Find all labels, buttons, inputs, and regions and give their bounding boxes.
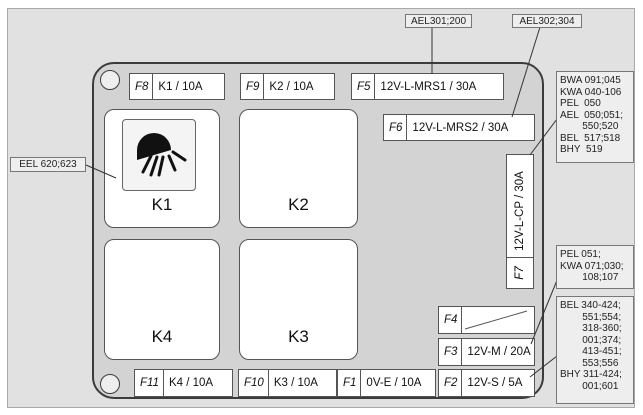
fuse-f4-empty-slash bbox=[464, 310, 528, 330]
relay-k3: K3 bbox=[239, 239, 358, 360]
fuse-f9: F9 K2 / 10A bbox=[240, 73, 335, 100]
relay-k1-label: K1 bbox=[151, 195, 173, 214]
relay-k1: K1 bbox=[104, 109, 220, 228]
fuse-f5-id: F5 bbox=[352, 74, 376, 99]
fuse-f9-id: F9 bbox=[241, 74, 265, 99]
fuse-f6: F6 12V-L-MRS2 / 30A bbox=[383, 114, 535, 141]
callout-ael301: AEL301;200 bbox=[405, 14, 472, 28]
fuse-f8: F8 K1 / 10A bbox=[129, 73, 225, 100]
relay-k3-label: K3 bbox=[288, 327, 309, 346]
fuse-f2: F2 12V-S / 5A bbox=[438, 369, 535, 397]
fuse-f11-rating: K4 / 10A bbox=[168, 377, 214, 389]
fuse-f11: F11 K4 / 10A bbox=[134, 369, 233, 397]
fuse-f10: F10 K3 / 10A bbox=[238, 369, 337, 397]
fuse-f1-id: F1 bbox=[338, 370, 362, 396]
fuse-f7: 12V-L-CP / 30A F7 bbox=[506, 154, 534, 289]
callout-pel051: PEL 051; KWA 071;030; 108;107 bbox=[556, 245, 634, 289]
fuse-f4: F4 bbox=[438, 306, 535, 334]
fuse-f2-id: F2 bbox=[439, 370, 463, 396]
fuse-f3-rating: 12V-M / 20A bbox=[467, 346, 531, 358]
mounting-hole-bottom-left bbox=[100, 374, 120, 394]
fuse-f5: F5 12V-L-MRS1 / 30A bbox=[351, 73, 504, 100]
fuse-f10-id: F10 bbox=[239, 370, 269, 396]
fuse-f8-id: F8 bbox=[130, 74, 154, 99]
headlight-icon bbox=[122, 119, 196, 191]
callout-bwa091: BWA 091;045 KWA 040-106 PEL 050 AEL 050;… bbox=[556, 71, 634, 163]
relay-k4: K4 bbox=[104, 239, 220, 360]
fuse-f9-rating: K2 / 10A bbox=[269, 80, 314, 93]
fuse-f8-rating: K1 / 10A bbox=[158, 80, 203, 93]
callout-bel340: BEL 340-424; 551;554; 318-360; 001;374; … bbox=[556, 296, 634, 404]
fuse-f11-id: F11 bbox=[135, 370, 164, 396]
relay-k4-label: K4 bbox=[151, 327, 173, 346]
callout-ael302: AEL302;304 bbox=[512, 14, 582, 28]
fuse-f4-id: F4 bbox=[439, 307, 463, 333]
fuse-f1-rating: 0V-E / 10A bbox=[366, 377, 422, 389]
fuse-f10-rating: K3 / 10A bbox=[273, 377, 318, 389]
mounting-hole-top-left bbox=[100, 70, 120, 90]
fuse-f6-rating: 12V-L-MRS2 / 30A bbox=[412, 121, 509, 134]
relay-k2-label: K2 bbox=[288, 195, 309, 214]
fuse-f3: F3 12V-M / 20A bbox=[438, 338, 535, 366]
fuse-f2-rating: 12V-S / 5A bbox=[467, 377, 523, 389]
fuse-f3-id: F3 bbox=[439, 339, 463, 365]
callout-eel620: EEL 620;623 bbox=[10, 157, 86, 172]
fuse-f1: F1 0V-E / 10A bbox=[337, 369, 436, 397]
fuse-f6-id: F6 bbox=[384, 115, 408, 140]
relay-k2: K2 bbox=[239, 109, 358, 228]
fuse-f5-rating: 12V-L-MRS1 / 30A bbox=[380, 80, 477, 93]
